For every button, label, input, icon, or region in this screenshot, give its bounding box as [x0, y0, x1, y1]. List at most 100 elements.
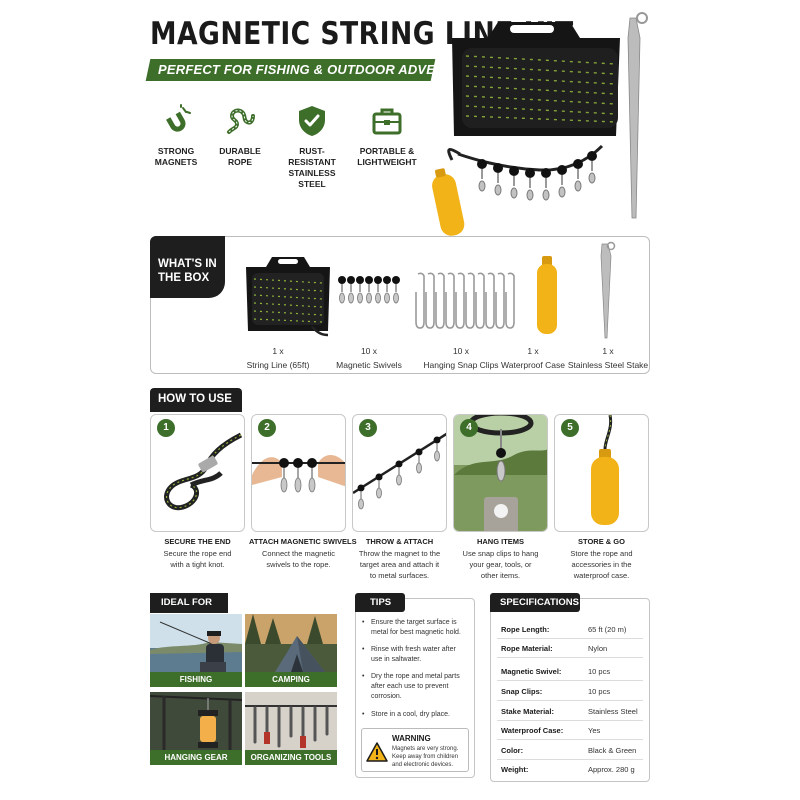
ideal-label: CAMPING [245, 672, 337, 687]
ideal-tile-camping: CAMPING [245, 614, 337, 687]
shield-check-icon [299, 106, 325, 136]
string-line-image [246, 257, 330, 337]
box-tag-line: THE BOX [158, 272, 210, 284]
feature-durable-rope: DURABLE ROPE [205, 104, 275, 168]
feature-label: STRONG [157, 146, 195, 156]
box-item-name: Magnetic Swivels [336, 360, 402, 370]
box-item-snap-clips: 10 x Hanging Snap Clips [415, 346, 507, 371]
ideal-for-title: IDEAL FOR [161, 597, 213, 608]
tip-line: Dry the rope and metal parts [371, 673, 460, 680]
step-desc-line: your gear, tools, or [469, 560, 532, 569]
step-desc-line: other items. [480, 571, 521, 580]
spec-row: Rope Material: Nylon [497, 639, 643, 658]
tip-item: Dry the rope and metal parts after each … [362, 672, 472, 702]
spec-key: Snap Clips: [501, 687, 543, 696]
step-description: Store the rope and accessories in the wa… [552, 548, 651, 581]
feature-strong-magnets: STRONG MAGNETS [141, 104, 211, 168]
ideal-tile-organizing-tools: ORGANIZING TOOLS [245, 692, 337, 765]
magnetic-swivels-image [338, 276, 400, 304]
box-item-magnetic-swivels: 10 x Magnetic Swivels [327, 346, 411, 371]
step-description: Connect the magnetic swivels to the rope… [249, 548, 348, 570]
step-description: Use snap clips to hang your gear, tools,… [451, 548, 550, 581]
ideal-label: FISHING [150, 672, 242, 687]
magnet-icon [166, 104, 191, 132]
box-item-name: Stainless Steel Stake [567, 360, 649, 370]
spec-row: Rope Length:65 ft (20 m) [497, 620, 643, 639]
warning-title: WARNING [392, 734, 431, 743]
step-number-4: 4 [460, 419, 478, 437]
tip-line: use in saltwater. [371, 656, 422, 663]
ideal-label: HANGING GEAR [150, 750, 242, 765]
tip-line: Rinse with fresh water after [371, 646, 456, 653]
tips-title: TIPS [370, 597, 392, 608]
step-desc-line: with a tight knot. [170, 560, 225, 569]
spec-key: Magnetic Swivel: [501, 667, 562, 676]
stored-case-image [591, 415, 619, 525]
line-with-swivels-image [353, 432, 446, 510]
step-title: HANG ITEMS [476, 537, 525, 546]
spec-value: Approx. 280 g [588, 765, 635, 774]
how-to-use-title: HOW TO USE [158, 393, 232, 405]
spec-key: Waterproof Case: [501, 726, 564, 735]
step-title: STORE & GO [578, 537, 625, 546]
spec-row: Magnetic Swivel: 10 pcs [497, 662, 643, 681]
feature-label: RUST-RESISTANT [288, 146, 336, 167]
spec-key: Color: [501, 746, 524, 755]
feature-label: PORTABLE & [359, 146, 415, 156]
spec-key: Rope Length: [501, 625, 550, 634]
step-number-5: 5 [561, 419, 579, 437]
step-desc-line: waterproof case. [573, 571, 630, 580]
spec-row: Stake Material:Stainless Steel [497, 702, 643, 721]
step-title: ATTACH MAGNETIC SWIVELS [249, 537, 357, 546]
step-desc-line: Connect the magnetic [262, 549, 335, 558]
step-desc-line: Secure the rope end [163, 549, 232, 558]
feature-label: LIGHTWEIGHT [357, 157, 417, 167]
warning-icon [366, 742, 388, 762]
step-description: Throw the magnet to the target area and … [348, 548, 451, 581]
box-item-qty: 1 x [602, 346, 614, 356]
tip-item: Rinse with fresh water after use in salt… [362, 645, 472, 665]
box-tag-line: WHAT'S IN [158, 258, 217, 270]
spec-key: Weight: [501, 765, 529, 774]
feature-rust-resistant: RUST-RESISTANT STAINLESS STEEL [277, 104, 347, 190]
spec-value: 10 pcs [588, 667, 611, 676]
box-item-qty: 10 x [452, 346, 470, 356]
spec-row: Color: Black & Green [497, 741, 643, 760]
spec-key: Rope Material: [501, 644, 553, 653]
tip-line: Store in a cool, dry place. [371, 711, 450, 718]
knot-image [164, 432, 243, 511]
stainless-steel-stake-image [600, 241, 616, 339]
specifications-title: SPECIFICATIONS [500, 597, 579, 608]
feature-label: ROPE [227, 157, 253, 167]
spec-value: Black & Green [588, 746, 637, 755]
waterproof-case-image [537, 256, 557, 334]
whats-in-the-box-panel [150, 236, 650, 374]
tip-item: Store in a cool, dry place. [362, 710, 472, 720]
step-number-3: 3 [359, 419, 377, 437]
step-title: SECURE THE END [164, 537, 231, 546]
spec-row: Weight: Approx. 280 g [497, 760, 643, 779]
whats-in-the-box-title: WHAT'S IN THE BOX [158, 257, 220, 285]
box-item-qty: 1 x [272, 346, 284, 356]
box-item-string-line: 1 x String Line (65ft) [238, 346, 318, 371]
step-title: THROW & ATTACH [365, 537, 434, 546]
step-desc-line: Use snap clips to hang [462, 549, 539, 558]
feature-label: MAGNETS [154, 157, 198, 167]
hero-product-image [432, 12, 648, 236]
spec-row: Snap Clips:10 pcs [497, 682, 643, 701]
ideal-tile-hanging-gear: HANGING GEAR [150, 692, 242, 765]
spec-value: Stainless Steel [588, 707, 638, 716]
specifications-tag [490, 593, 580, 612]
ideal-tile-fishing: FISHING [150, 614, 242, 687]
rope-icon [227, 108, 255, 134]
feature-portable: PORTABLE & LIGHTWEIGHT [352, 104, 422, 168]
ideal-for-tag [150, 593, 228, 613]
step-desc-line: Throw the magnet to the [358, 549, 441, 558]
spec-value: Nylon [588, 644, 608, 653]
step-number-1: 1 [157, 419, 175, 437]
spec-value: Yes [588, 726, 601, 735]
box-item-qty: 10 x [360, 346, 378, 356]
whats-in-the-box-tag [150, 236, 225, 298]
box-item-waterproof-case: 1 x Waterproof Case [496, 346, 570, 371]
hanging-gear-image [454, 415, 547, 531]
